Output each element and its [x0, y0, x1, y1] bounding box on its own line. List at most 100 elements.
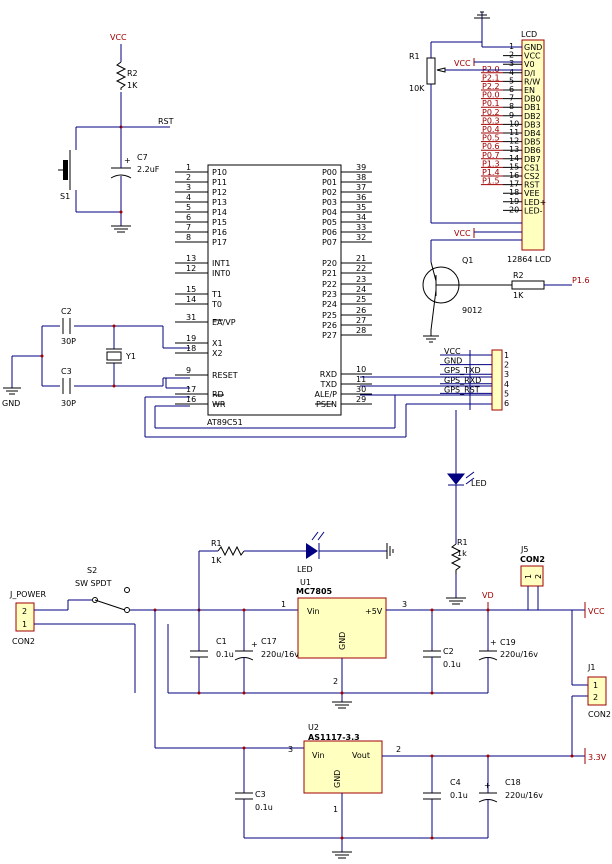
- lcd-pin-name: DB0: [524, 95, 541, 104]
- r2-bl-value: 1K: [513, 291, 524, 300]
- mcu-pin-number: 35: [356, 203, 366, 212]
- mcu-pin-name: INT1: [212, 259, 230, 268]
- lcd-pin-number: 6: [509, 85, 514, 94]
- mcu-pin-name: P01: [322, 178, 337, 187]
- mcu-pin-number: 36: [356, 193, 366, 202]
- lcd-pin-number: 5: [509, 76, 514, 85]
- gps-pin-number: 4: [504, 380, 509, 389]
- crystal-y1: [106, 348, 122, 364]
- u2-pin-gnd: 1: [333, 805, 338, 814]
- mcu-pin-number: 19: [186, 334, 196, 343]
- mcu-pin-name: ALE/P: [314, 390, 337, 399]
- c4-ref: C4: [450, 778, 461, 787]
- gnd-label: GND: [2, 399, 20, 408]
- gps-net-label: GPS_TXD: [444, 366, 481, 375]
- mcu-pin-number: 29: [356, 395, 366, 404]
- ground-symbol: [3, 387, 21, 395]
- c4-value: 0.1u: [450, 791, 468, 800]
- mcu-pin-name: P27: [322, 331, 337, 340]
- gps-pin-number: 6: [504, 399, 509, 408]
- gps-pin-number: 1: [504, 351, 509, 360]
- mcu-pin-number: 24: [356, 285, 366, 294]
- lcd-pin-name: DB7: [524, 155, 541, 164]
- mcu-pin-name: P06: [322, 228, 337, 237]
- transistor-q1: [422, 261, 512, 343]
- switch-s1: [58, 150, 71, 190]
- mcu-pin-number: 27: [356, 316, 366, 325]
- c19-value: 220u/16v: [500, 650, 538, 659]
- j5-pin-2: 2: [534, 574, 543, 579]
- mcu-pin-name: T0: [211, 300, 222, 309]
- mcu-pin-name: P12: [212, 188, 227, 197]
- c19-ref: C19: [500, 638, 516, 647]
- mcu-name: AT89C51: [207, 418, 243, 427]
- gps-pin-number: 3: [504, 370, 509, 379]
- c7-ref: C7: [137, 153, 148, 162]
- mcu-pin-name: P16: [212, 228, 227, 237]
- s2-value: SW SPDT: [75, 579, 112, 588]
- lcd-pin-number: 11: [509, 128, 519, 137]
- lcd-pin-number: 10: [509, 119, 519, 128]
- r2-ref: R2: [127, 69, 138, 78]
- lcd-pin-name: EN: [524, 86, 535, 95]
- lcd-pin-number: 17: [509, 180, 519, 189]
- mcu-pin-name: INT0: [212, 269, 230, 278]
- c2-value: 30P: [61, 337, 76, 346]
- gps-net-label: GPS_RST: [444, 385, 480, 394]
- svg-text:+: +: [124, 156, 131, 165]
- c3-power-ref: C3: [255, 790, 266, 799]
- mcu-pin-number: 21: [356, 254, 366, 263]
- mcu-pin-number: 16: [186, 395, 196, 404]
- lcd-net-label: P2.1: [482, 73, 500, 82]
- mcu-pin-name: P25: [322, 311, 337, 320]
- mcu-pin-name: P23: [322, 290, 337, 299]
- u1-pin-out: 3: [402, 600, 407, 609]
- mcu-pin-name: P07: [322, 238, 337, 247]
- lcd-pin-name: V0: [524, 60, 535, 69]
- lcd-pin-name: LED+: [524, 198, 546, 207]
- lcd-pin-number: 20: [509, 205, 519, 214]
- mcu-pin-number: 30: [356, 385, 366, 394]
- j5-type: CON2: [520, 555, 545, 564]
- j-power-type: CON2: [12, 637, 35, 646]
- lcd-pin-number: 14: [509, 154, 519, 163]
- svg-text:+: +: [251, 640, 258, 649]
- switch-s2: [92, 587, 130, 613]
- mcu-pin-name: P20: [322, 259, 337, 268]
- gps-net-label: GPS_RXD: [444, 376, 481, 385]
- mcu-pin-number: 12: [186, 264, 196, 273]
- mcu-pin-name: X2: [212, 349, 223, 358]
- u2-pin-out: 2: [396, 745, 401, 754]
- lcd-pin-name: CS1: [524, 163, 540, 172]
- lcd-ref: LCD: [521, 30, 537, 39]
- lcd-pin-number: 16: [509, 171, 519, 180]
- c2-ref: C2: [61, 307, 72, 316]
- mcu-pin-number: 39: [356, 163, 366, 172]
- j5-ref: J5: [520, 545, 528, 554]
- lcd-net-label: P0.7: [482, 151, 500, 160]
- mcu-pin-name: P13: [212, 198, 227, 207]
- u1-pin-in: 1: [281, 600, 286, 609]
- y1-label: Y1: [125, 352, 136, 361]
- mcu-pin-number: 23: [356, 275, 366, 284]
- lcd-net-label: P0.6: [482, 142, 500, 151]
- u1-ref: U1: [300, 578, 311, 587]
- u1-pin-gnd: 2: [333, 677, 338, 686]
- j1-pin-2: 2: [593, 693, 598, 702]
- lcd-pin-name: DB6: [524, 146, 541, 155]
- mcu-right-pins: 39P0038P0137P0236P0335P0434P0533P0632P07…: [314, 163, 372, 409]
- resistor-r1-power: [217, 545, 245, 557]
- mcu-pin-name: T1: [211, 290, 222, 299]
- mcu-pin-name: P11: [212, 178, 227, 187]
- lcd-pin-name: GND: [524, 43, 542, 52]
- lcd-pin-number: 18: [509, 188, 519, 197]
- lcd-pin-name: RST: [524, 181, 540, 190]
- c7-value: 2.2uF: [137, 165, 160, 174]
- mcu-pin-number: 7: [186, 223, 191, 232]
- u2-out: Vout: [352, 751, 370, 760]
- mcu-pin-number: 34: [356, 213, 366, 222]
- mcu-pin-number: 3: [186, 183, 191, 192]
- lcd-body: [521, 39, 545, 251]
